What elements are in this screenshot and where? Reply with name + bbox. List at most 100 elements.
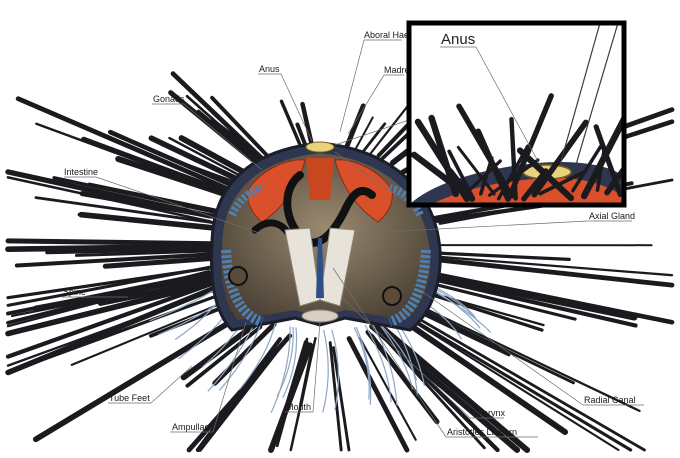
spine (148, 135, 245, 184)
tube-foot (238, 322, 277, 391)
spine (431, 251, 571, 262)
spine (107, 129, 239, 190)
spine (280, 339, 309, 422)
inset-frame (406, 20, 627, 208)
intestine-bulb-left (228, 266, 248, 286)
spine (399, 317, 569, 436)
spine (432, 255, 674, 277)
label-mouth: Mouth (286, 402, 311, 412)
spine (170, 71, 269, 165)
inset-spine (637, 79, 666, 197)
tube-foot (355, 326, 372, 405)
label-spine: Spine (63, 287, 86, 297)
spine (358, 336, 417, 441)
inset-spine (593, 124, 623, 198)
tube-foot (376, 321, 418, 381)
inset-spine (571, 144, 603, 193)
inset-spine (467, 159, 502, 192)
label-radial-canal: Radial Canal (584, 395, 636, 405)
spine (405, 316, 620, 452)
intestine-bulb-right (382, 286, 402, 306)
spine (15, 96, 240, 196)
inset-spine (531, 119, 589, 198)
tube-foot (322, 329, 329, 413)
spine (6, 287, 222, 367)
label-intestine: Intestine (64, 167, 98, 177)
spine (5, 276, 229, 359)
ampullae-band-right (388, 249, 431, 327)
spine (168, 90, 264, 170)
spine (373, 320, 531, 453)
inset-spine (521, 168, 549, 202)
pharynx (316, 238, 324, 298)
tube-foot (353, 327, 370, 400)
inset-spine (487, 158, 540, 197)
inset-spines (411, 79, 666, 203)
label-aristotles-lantern: Aristotles Lantern (447, 427, 517, 437)
label-madreporite: Madre (384, 65, 410, 75)
spines-group (5, 71, 675, 453)
spine (186, 333, 293, 453)
label-anus: Anus (259, 64, 280, 74)
tube-foot (270, 326, 291, 413)
inset-zoom: Anus (406, 20, 666, 208)
inset-content: Anus (409, 23, 666, 205)
spine (6, 264, 221, 307)
spine (115, 155, 233, 199)
spine (74, 249, 213, 257)
spine (413, 302, 641, 413)
anus-plate (305, 141, 335, 153)
spine (110, 276, 222, 303)
inset-spine (456, 103, 515, 199)
spine (426, 272, 612, 314)
spine (102, 255, 218, 269)
label-aboral-haemal: Aboral Hae (364, 30, 409, 40)
spine (5, 243, 212, 253)
inset-spine (508, 93, 554, 197)
spine (168, 136, 251, 182)
intestine (283, 171, 376, 247)
spine (300, 101, 315, 151)
spine (424, 275, 638, 328)
spine (14, 251, 219, 268)
inset-thin-spine-1 (559, 23, 601, 166)
mouth (301, 309, 339, 323)
spine (34, 196, 221, 225)
tube-foot (331, 329, 340, 410)
label-pharynx: Pharynx (472, 408, 506, 418)
label-ampullae: Ampullae (172, 422, 210, 432)
inset-thin-spine-2 (574, 23, 619, 169)
spine (10, 275, 214, 318)
spine (299, 346, 315, 407)
urchin-body (210, 141, 442, 332)
spine (185, 94, 269, 169)
spine (212, 321, 277, 386)
spine (5, 277, 225, 337)
ampullae-band-left (221, 249, 264, 327)
spine (35, 122, 228, 195)
spine (5, 238, 216, 247)
spine (81, 136, 234, 197)
spine (210, 95, 277, 166)
inset-spine (538, 170, 586, 196)
inset-spine (456, 145, 496, 196)
gonad-center (306, 158, 334, 200)
spine (346, 336, 410, 453)
tube-foot (282, 327, 298, 399)
labels: Aboral Hae Madre Anus Gonads Intestine A… (63, 30, 636, 437)
spine (328, 341, 343, 452)
spine (6, 176, 212, 223)
spine (406, 315, 633, 452)
spine (411, 304, 575, 385)
spine (279, 99, 303, 150)
spine (5, 169, 212, 219)
spine (87, 182, 221, 213)
spine (77, 212, 209, 229)
tube-foot (376, 321, 414, 390)
aristotles-lantern-right (319, 227, 356, 307)
spine (359, 122, 387, 156)
leader-lines (62, 39, 644, 438)
inset-spine (496, 144, 530, 201)
